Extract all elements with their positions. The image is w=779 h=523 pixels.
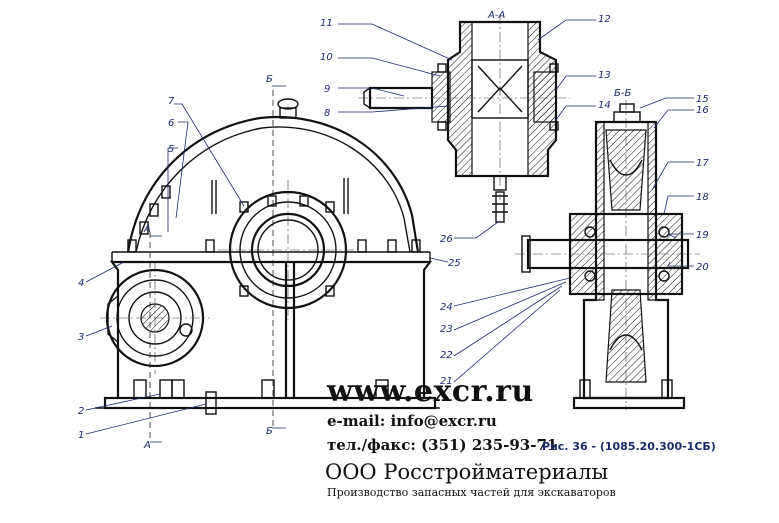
section-mark-a-bottom: А [143, 440, 151, 451]
section-mark-b-top: Б [266, 74, 273, 85]
callout-15: 15 [696, 94, 709, 105]
watermark-phone: тел./факс: (351) 235-93-71 [327, 436, 558, 454]
watermark-company: ООО Росстройматериалы [325, 460, 609, 484]
section-labels: А-А Б-Б Б Б А А [143, 10, 631, 451]
callout-11: 11 [320, 18, 333, 29]
callout-12: 12 [598, 14, 611, 25]
callout-19: 19 [696, 230, 709, 241]
section-aa-title: А-А [487, 10, 505, 21]
callout-1: 1 [78, 430, 84, 441]
callout-22: 22 [440, 350, 453, 361]
callout-26: 26 [440, 234, 453, 245]
callout-16: 16 [696, 105, 709, 116]
vent-cap [279, 107, 297, 119]
section-bb-view [515, 100, 700, 410]
callout-6: 6 [168, 118, 174, 129]
callout-numbers: 1 2 3 4 5 6 7 8 9 10 11 12 13 14 15 16 1… [78, 14, 709, 441]
callout-24: 24 [440, 302, 453, 313]
callout-25: 25 [448, 258, 461, 269]
housing-body [109, 260, 433, 398]
callout-13: 13 [598, 70, 611, 81]
callout-8: 8 [324, 108, 330, 119]
callout-3: 3 [78, 332, 84, 343]
section-mark-b-bottom: Б [266, 426, 273, 437]
watermark-tagline: Производство запасных частей для экскава… [327, 486, 616, 499]
callout-20: 20 [696, 262, 709, 273]
watermark-email: e-mail: info@excr.ru [327, 412, 497, 430]
callout-21: 21 [440, 376, 453, 387]
callout-4: 4 [78, 278, 84, 289]
figure-caption: Рис. 36 - (1085.20.300-1СБ) [542, 440, 716, 453]
callout-2: 2 [78, 406, 84, 417]
section-mark-a-top: А [143, 224, 151, 235]
callout-10: 10 [320, 52, 333, 63]
callout-14: 14 [598, 100, 611, 111]
callout-23: 23 [440, 324, 453, 335]
leader-lines [85, 19, 694, 435]
callout-9: 9 [324, 84, 330, 95]
watermark-site: www.excr.ru [327, 374, 534, 409]
dome-cover [126, 115, 420, 253]
callout-18: 18 [696, 192, 709, 203]
section-aa-view [358, 14, 570, 223]
main-view [95, 90, 440, 440]
callout-17: 17 [696, 158, 709, 169]
callout-7: 7 [168, 96, 175, 107]
callout-5: 5 [168, 144, 174, 155]
section-bb-title: Б-Б [614, 88, 631, 99]
